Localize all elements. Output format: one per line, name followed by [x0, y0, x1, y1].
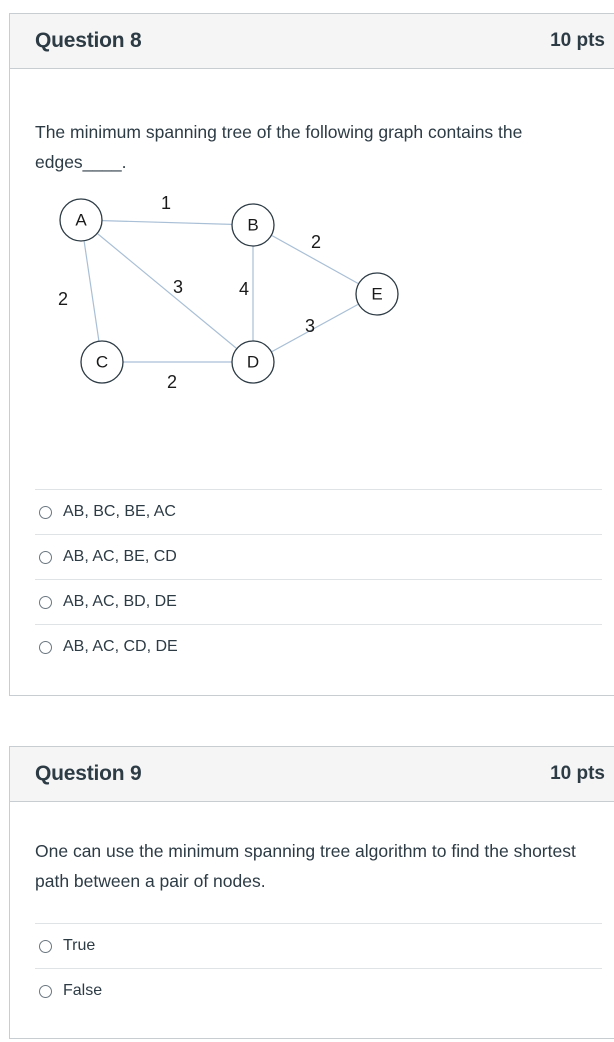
answer-option[interactable]: AB, AC, BD, DE	[35, 579, 602, 624]
edge-be	[252, 224, 378, 295]
node-label: E	[371, 285, 382, 304]
node-label: C	[96, 353, 108, 372]
radio-button[interactable]	[39, 550, 52, 564]
edge-ac	[80, 219, 103, 363]
radio-button[interactable]	[39, 640, 52, 654]
node-label: B	[247, 216, 258, 235]
answer-option[interactable]: AB, BC, BE, AC	[35, 489, 602, 534]
answer-option[interactable]: True	[35, 923, 602, 968]
graph-diagram: 1 2 3 4 2 2 3 A B C D E	[58, 193, 399, 392]
node-circle	[355, 272, 399, 316]
question-points: 10 pts	[550, 30, 605, 51]
question-title: Question 9	[35, 762, 142, 785]
answer-option[interactable]: AB, AC, BE, CD	[35, 534, 602, 579]
radio-button[interactable]	[39, 505, 52, 519]
node-label: D	[247, 353, 259, 372]
edge-weight-label: 2	[311, 232, 321, 252]
question-header: Question 9 10 pts	[10, 747, 614, 802]
edge-de	[252, 293, 378, 363]
answer-list: True False	[35, 923, 602, 1013]
answer-option[interactable]: False	[35, 968, 602, 1013]
question-header: Question 8 10 pts	[10, 14, 614, 69]
edge-ab	[80, 219, 254, 226]
question-title: Question 8	[35, 29, 142, 52]
graph-node-c: C	[80, 340, 124, 384]
question-text: The minimum spanning tree of the followi…	[35, 122, 523, 172]
edge-weight-label: 3	[305, 316, 315, 336]
answer-label: AB, AC, CD, DE	[63, 638, 178, 655]
radio-button[interactable]	[39, 939, 52, 953]
radio-button[interactable]	[39, 595, 52, 609]
edge-weight-label: 2	[167, 372, 177, 392]
question-text: One can use the minimum spanning tree al…	[35, 841, 576, 891]
question-points: 10 pts	[550, 763, 605, 784]
edge-weight-label: 3	[173, 277, 183, 297]
graph-node-a: A	[59, 198, 103, 242]
answer-label: AB, AC, BD, DE	[63, 593, 177, 610]
edge-ad	[80, 219, 254, 363]
answer-label: True	[63, 937, 96, 954]
graph-node-d: D	[231, 340, 275, 384]
answer-option[interactable]: AB, AC, CD, DE	[35, 624, 602, 669]
answer-list: AB, BC, BE, AC AB, AC, BE, CD AB, AC, BD…	[35, 489, 602, 669]
edge-weight-label: 1	[161, 193, 171, 213]
node-label: A	[75, 211, 87, 230]
question-8-card: Question 8 10 pts The minimum spanning t…	[9, 13, 614, 696]
answer-label: AB, BC, BE, AC	[63, 503, 176, 520]
node-circle	[59, 198, 103, 242]
edge-weight-label: 2	[58, 289, 68, 309]
edge-weight-label: 4	[239, 279, 249, 299]
graph-node-b: B	[231, 203, 275, 247]
answer-label: AB, AC, BE, CD	[63, 548, 177, 565]
graph-node-e: E	[355, 272, 399, 316]
node-circle	[231, 340, 275, 384]
node-circle	[231, 203, 275, 247]
radio-button[interactable]	[39, 984, 52, 998]
question-9-card: Question 9 10 pts One can use the minimu…	[9, 746, 614, 1039]
answer-label: False	[63, 982, 103, 999]
node-circle	[80, 340, 124, 384]
